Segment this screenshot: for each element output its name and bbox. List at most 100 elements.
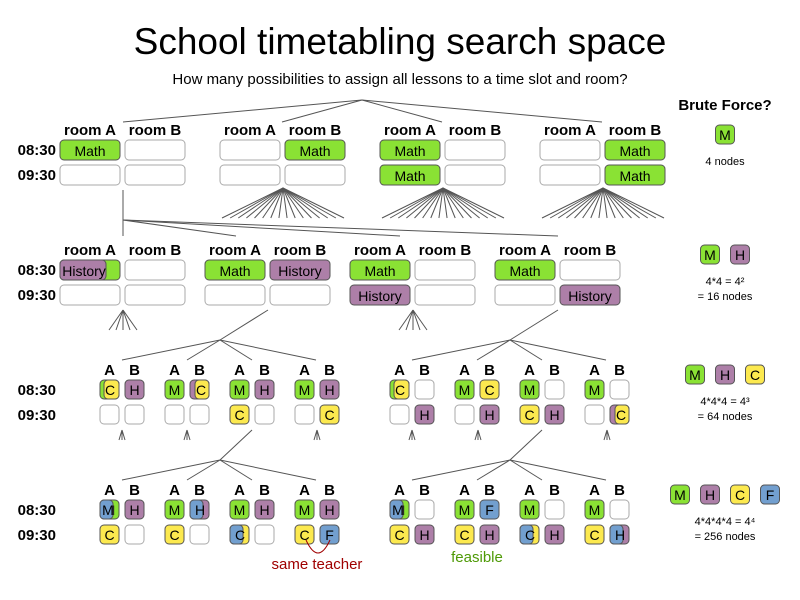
fan-edge: [282, 187, 288, 219]
fan-edge: [282, 187, 304, 219]
lesson-cell-math: [59, 139, 121, 161]
fan-edge: [574, 187, 604, 219]
col-a-header: A: [299, 362, 310, 379]
lesson-letter: M: [234, 502, 246, 518]
branch-edge: [219, 459, 253, 481]
fan-edge: [237, 187, 284, 219]
lesson-letter: C: [196, 382, 206, 398]
brute-force-pill-C: [730, 484, 750, 505]
room-b-header: room B: [129, 242, 182, 259]
time-label: 09:30: [18, 167, 56, 184]
lesson-pill-C: [584, 524, 605, 545]
empty-cell: [219, 164, 281, 186]
expand-edge: [509, 429, 543, 461]
fan-edge: [412, 309, 421, 331]
lesson-letter: H: [259, 502, 269, 518]
room-b-header: room B: [274, 242, 327, 259]
empty-slot: [124, 404, 145, 425]
brute-force-letter: M: [674, 487, 686, 503]
lesson-letter: H: [549, 527, 559, 543]
lesson-label-math: Math: [509, 263, 540, 279]
time-label: 09:30: [18, 287, 56, 304]
col-a-header: A: [524, 482, 535, 499]
col-a-header: A: [234, 482, 245, 499]
empty-slot: [584, 404, 605, 425]
lesson-letter: H: [259, 382, 269, 398]
time-label: 09:30: [18, 527, 56, 544]
lesson-pill-C: [164, 524, 185, 545]
col-a-header: A: [234, 362, 245, 379]
lesson-pill-H: [124, 499, 145, 520]
brute-force-letter: F: [766, 487, 775, 503]
lesson-pill-H: [254, 379, 275, 400]
lesson-pill-M: [454, 379, 475, 400]
lesson-letter: C: [395, 382, 405, 398]
lesson-cell-math: [204, 259, 266, 281]
empty-cell: [59, 164, 121, 186]
lesson-letter: M: [392, 502, 404, 518]
col-b-header: B: [259, 482, 270, 499]
empty-slot: [544, 379, 565, 400]
lesson-label-math: Math: [364, 263, 395, 279]
fan-edge: [602, 187, 616, 219]
room-a-header: room A: [384, 122, 436, 139]
time-label: 08:30: [18, 502, 56, 519]
fan-edge: [606, 429, 611, 441]
lesson-letter: C: [324, 407, 334, 423]
grid-content: room A room B Math room A room B Math room A ro…: [18, 122, 780, 545]
fan-edge: [541, 187, 604, 219]
fan-edge: [414, 187, 444, 219]
branch-edge: [476, 339, 511, 361]
lesson-label-math: Math: [619, 143, 650, 159]
fan-edge: [582, 187, 604, 219]
lesson-letter: C: [524, 407, 534, 423]
lesson-letter: C: [104, 527, 114, 543]
lesson-pill-C: [454, 524, 475, 545]
lesson-letter: M: [234, 382, 246, 398]
expand-edge: [219, 309, 269, 341]
fan-edge: [121, 429, 126, 441]
brute-force-letter: M: [704, 247, 716, 263]
lesson-letter: M: [524, 502, 536, 518]
lesson-pill-C: [389, 524, 410, 545]
lesson-cell-history: [559, 284, 621, 306]
fan-edge: [442, 187, 464, 219]
lesson-pill-F: [319, 524, 340, 545]
lesson-label-history: History: [358, 288, 402, 304]
fan-edge: [442, 187, 497, 219]
lesson-letter: C: [484, 382, 494, 398]
expand-edge: [509, 309, 559, 341]
empty-cell: [59, 284, 121, 306]
fan-edge: [412, 309, 428, 331]
brute-force-pill-H: [700, 484, 720, 505]
fan-edge: [282, 187, 296, 219]
lesson-label-history: History: [568, 288, 612, 304]
lesson-letter: C: [394, 527, 404, 543]
lesson-label-math: Math: [74, 143, 105, 159]
col-b-header: B: [484, 482, 495, 499]
empty-cell: [204, 284, 266, 306]
col-b-header: B: [614, 482, 625, 499]
lesson-letter: H: [129, 382, 139, 398]
lesson-pill-M: [164, 499, 185, 520]
fan-edge: [122, 309, 131, 331]
empty-slot: [124, 524, 145, 545]
brute-force-pill-H: [715, 364, 735, 385]
empty-cell: [124, 164, 186, 186]
room-b-header: room B: [289, 122, 342, 139]
fan-edge: [422, 187, 444, 219]
fan-edge: [282, 187, 312, 219]
col-b-header: B: [549, 362, 560, 379]
empty-cell: [284, 164, 346, 186]
col-b-header: B: [419, 482, 430, 499]
room-a-header: room A: [224, 122, 276, 139]
branch-edge: [186, 339, 221, 361]
empty-slot: [294, 404, 315, 425]
col-b-header: B: [549, 482, 560, 499]
room-a-header: room A: [544, 122, 596, 139]
lesson-letter: C: [525, 527, 535, 543]
fan-edge: [186, 429, 191, 441]
lesson-pill-C: [614, 404, 630, 425]
empty-cell: [124, 284, 186, 306]
branch-edge: [122, 219, 559, 237]
